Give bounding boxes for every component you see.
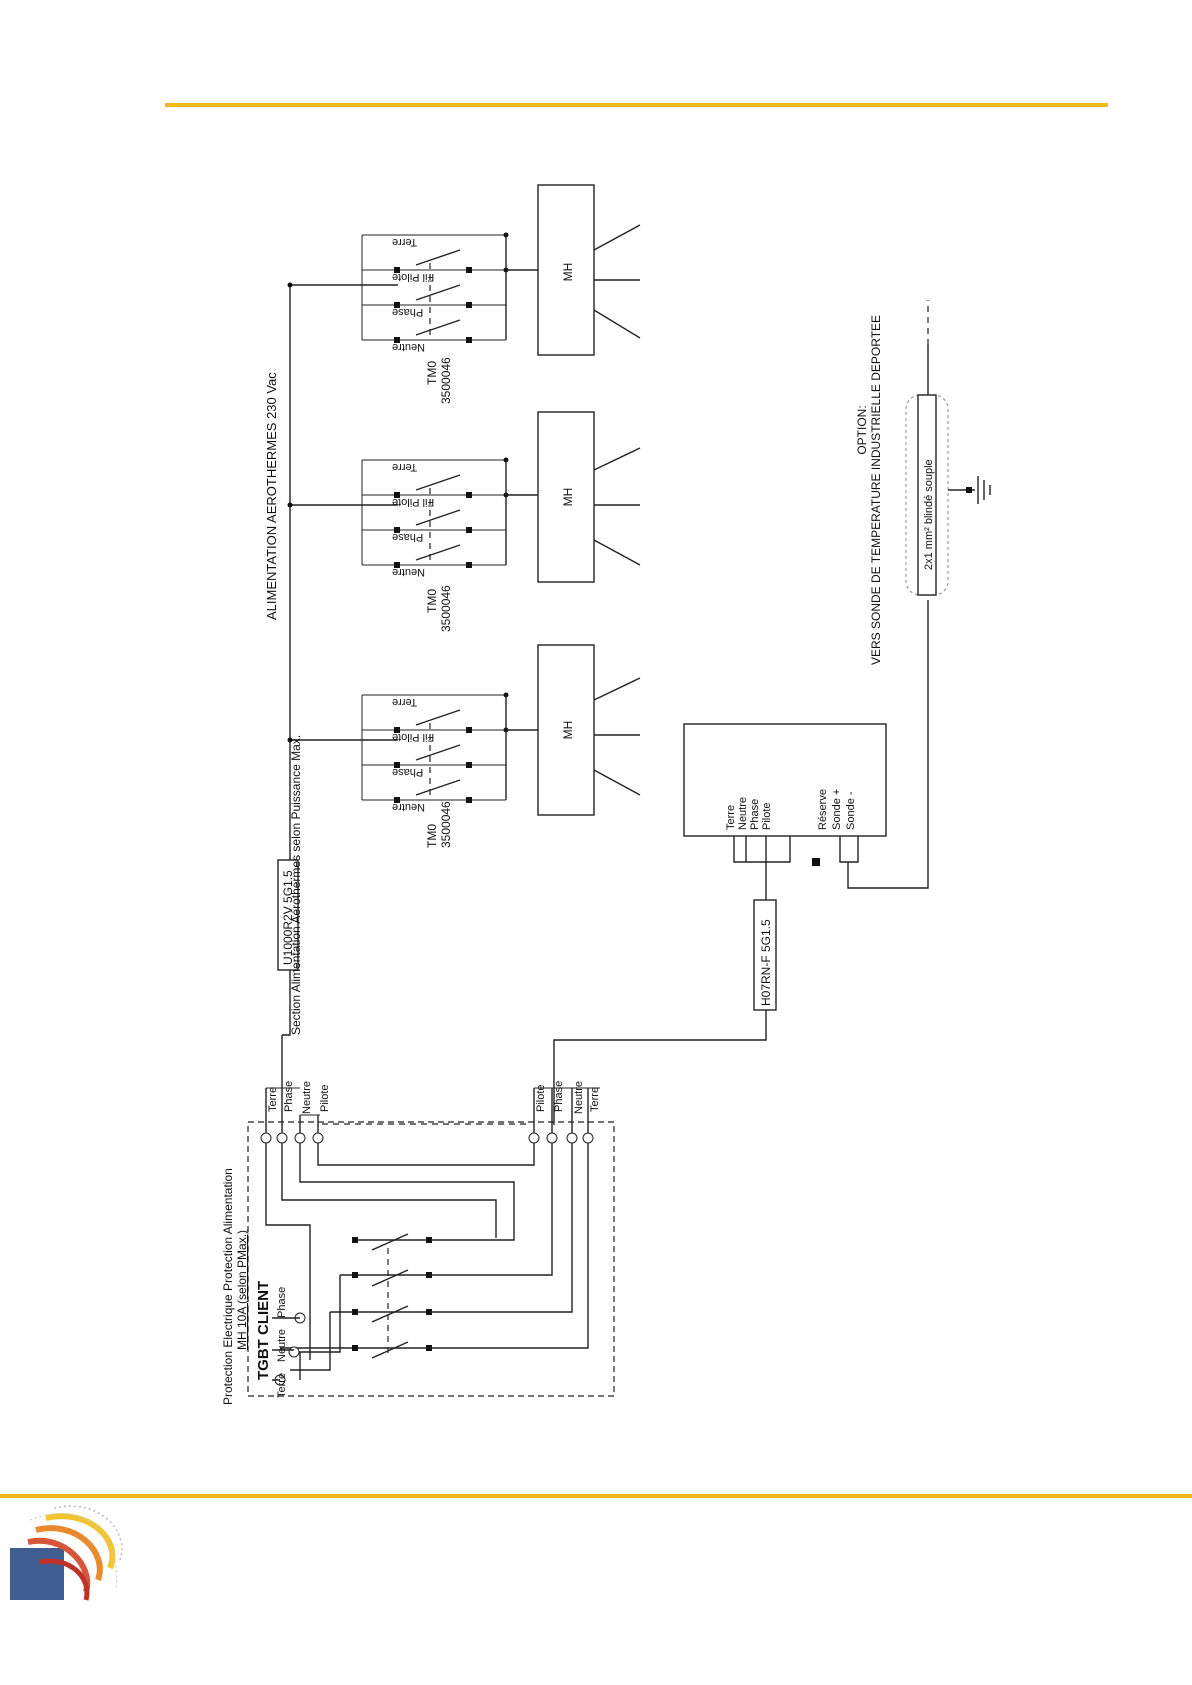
unit-3-box [537,184,595,356]
unit-group-1 [361,644,641,816]
tgbt-in-phase: Phase [276,1287,288,1318]
supply-section-note: Section Alimentation Aérothermes selon P… [289,735,303,1035]
unit-2-term-2: Fil Pilote [392,496,434,508]
tgbt-title: TGBT CLIENT [255,1281,272,1380]
thermostat-unit [553,600,929,1125]
thermo-term-4: Réserve [817,789,829,830]
shielded-cable-box [917,394,937,596]
option-cable-label: 2x1 mm² blindé souple [923,459,935,570]
tgbt-out-top-0: Terre [267,1087,279,1112]
unit-2-box [537,411,595,583]
unit-group-2 [361,411,641,583]
thermo-term-6: Sonde - [845,791,857,830]
tgbt-protection-line1: Protection Electrique Protection Aliment… [221,1168,235,1405]
tgbt-out-bot-3: Terre [589,1087,601,1112]
tgbt-out-bot-0: Pilote [535,1084,547,1112]
unit-2-term-3: Terre [392,461,417,473]
tgbt-out-bot-2: Neutre [573,1081,585,1114]
unit-3-term-2: Fil Pilote [392,271,434,283]
unit-1-term-1: Phase [392,766,423,778]
tgbt-in-terre: Terre [276,1373,288,1398]
unit-2-term-1: Phase [392,531,423,543]
unit-1-term-3: Terre [392,696,417,708]
thermo-term-5: Sonde + [831,789,843,830]
tgbt-out-top-3: Pilote [319,1084,331,1112]
unit-group-3 [361,184,641,356]
supply-cable-label: U1000R2V 5G1.5 [281,870,295,965]
tgbt-out-bot-1: Phase [553,1081,565,1112]
thermo-term-0: Terre [725,805,737,830]
option-sensor-cable [905,300,991,596]
thermo-term-2: Phase [749,799,761,830]
unit-1-box [537,644,595,816]
unit-3-model: TM0 [425,361,439,385]
tgbt-protection-line2: MH 10A (selon PMax.) [235,1230,249,1350]
unit-3-label: MH [561,263,575,282]
thermostat-cable-box [753,899,777,1011]
unit-3-term-0: Neutre [392,341,425,353]
unit-2-ref: 3500046 [439,585,453,632]
option-title: OPTION: [855,405,869,454]
unit-3-term-3: Terre [392,236,417,248]
company-logo [10,1505,123,1601]
unit-2-label: MH [561,488,575,507]
bottom-accent-rule [0,1494,1192,1498]
thermo-term-3: Pilote [761,802,773,830]
unit-1-term-2: Fil Pilote [392,731,434,743]
tgbt-out-top-2: Neutre [301,1081,313,1114]
unit-1-term-0: Neutre [392,801,425,813]
thermo-term-1: Neutre [737,797,749,830]
unit-2-model: TM0 [425,589,439,613]
thermostat-box [683,723,887,837]
tgbt-out-top-1: Phase [283,1081,295,1112]
tgbt-panel [247,1087,615,1397]
unit-1-label: MH [561,721,575,740]
unit-2-term-0: Neutre [392,566,425,578]
unit-1-model: TM0 [425,824,439,848]
supply-title: ALIMENTATION AEROTHERMES 230 Vac [264,372,279,620]
top-accent-rule [165,103,1108,107]
unit-1-ref: 3500046 [439,801,453,848]
unit-3-ref: 3500046 [439,357,453,404]
main-supply-line [277,282,398,1088]
supply-cable-box [277,859,299,971]
option-subtitle: VERS SONDE DE TEMPERATURE INDUSTRIELLE D… [869,315,883,665]
thermostat-cable-label: H07RN-F 5G1.5 [759,919,773,1006]
tgbt-in-neutre: Neutre [276,1329,288,1362]
unit-3-term-1: Phase [392,306,423,318]
